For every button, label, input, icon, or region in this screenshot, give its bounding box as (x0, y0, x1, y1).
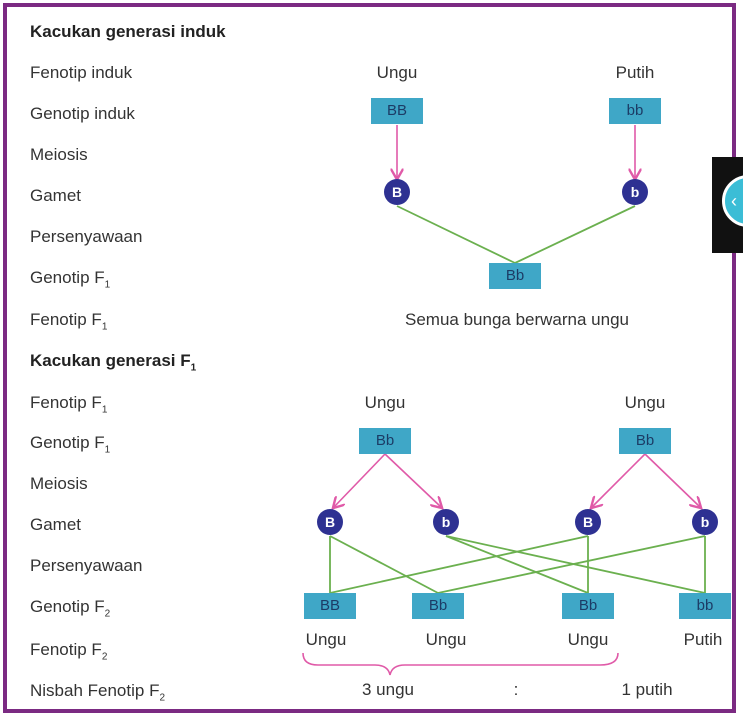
row-label: Gamet (30, 186, 82, 205)
row-label: Genotip F1 (30, 268, 111, 291)
f1-heading: Kacukan generasi F1 (30, 351, 197, 374)
f2-phenotype: Ungu (305, 630, 347, 649)
f2-genotype-box: Bb (412, 593, 464, 619)
ratio-colon: : (513, 680, 519, 699)
meiosis-arrow (384, 453, 441, 507)
f1-phenotype-text: Semua bunga berwarna ungu (405, 310, 629, 329)
genotype-box: BB (371, 98, 423, 124)
row-label: Genotip F1 (30, 433, 111, 456)
fertilisation-line (514, 205, 636, 264)
genotype-box: Bb (359, 428, 411, 454)
gamete-circle: B (317, 509, 343, 535)
row-label: Fenotip F2 (30, 640, 108, 663)
meiosis-arrow (644, 453, 700, 507)
ratio-ungu: 3 ungu (362, 680, 414, 699)
meiosis-arrow (334, 453, 386, 507)
row-label: Gamet (30, 515, 82, 534)
fertilisation-line (437, 535, 706, 594)
row-label: Fenotip F1 (30, 310, 108, 333)
parent-phenotype: Ungu (376, 63, 418, 82)
parent-phenotype: Putih (615, 63, 655, 82)
row-label: Nisbah Fenotip F2 (30, 681, 166, 704)
f1-phenotype: Ungu (364, 393, 406, 412)
row-label: Persenyawaan (30, 556, 143, 575)
row-label: Meiosis (30, 474, 88, 493)
parent-heading: Kacukan generasi induk (30, 22, 226, 41)
f2-phenotype: Ungu (425, 630, 467, 649)
fertilisation-line (445, 535, 589, 594)
row-label: Fenotip induk (30, 63, 133, 82)
fertilisation-line (329, 535, 439, 594)
gamete-circle: b (433, 509, 459, 535)
f2-genotype-box: BB (304, 593, 356, 619)
prev-nav-button[interactable]: ‹ (712, 157, 743, 253)
genotype-box: bb (609, 98, 661, 124)
diagram-frame (3, 3, 736, 713)
f2-genotype-box: Bb (562, 593, 614, 619)
f1-phenotype: Ungu (624, 393, 666, 412)
gamete-circle: b (622, 179, 648, 205)
f2-phenotype: Putih (683, 630, 723, 649)
fertilisation-line (396, 205, 516, 264)
f2-phenotype: Ungu (567, 630, 609, 649)
gamete-circle: B (384, 179, 410, 205)
genotype-box: Bb (619, 428, 671, 454)
chevron-left-icon: ‹ (722, 175, 743, 227)
gamete-circle: b (692, 509, 718, 535)
f2-genotype-box: bb (679, 593, 731, 619)
meiosis-arrow (592, 453, 646, 507)
gamete-circle: B (575, 509, 601, 535)
row-label: Fenotip F1 (30, 393, 108, 416)
f1-genotype-box: Bb (489, 263, 541, 289)
row-label: Genotip F2 (30, 597, 111, 620)
row-label: Genotip induk (30, 104, 135, 123)
ratio-brace (302, 652, 619, 676)
fertilisation-line (329, 535, 589, 594)
row-label: Meiosis (30, 145, 88, 164)
row-label: Persenyawaan (30, 227, 143, 246)
ratio-putih: 1 putih (621, 680, 673, 699)
